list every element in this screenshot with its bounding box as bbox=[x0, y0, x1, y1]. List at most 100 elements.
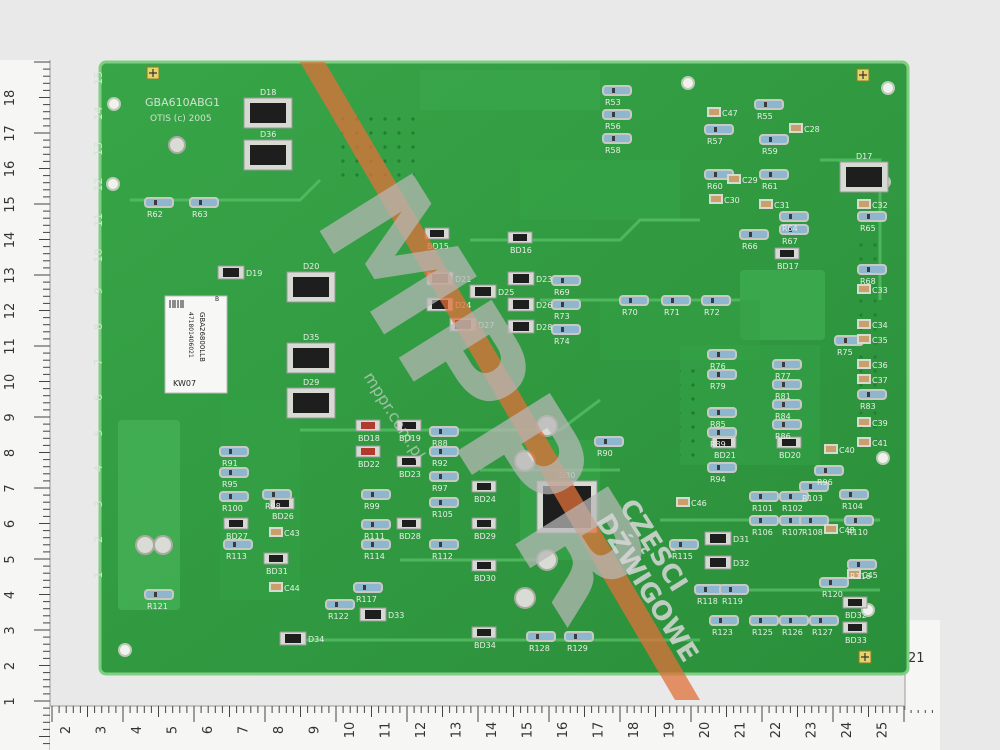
resistor bbox=[219, 491, 249, 502]
component-label: R61 bbox=[762, 182, 778, 191]
bottom-ruler-label: 18 bbox=[627, 722, 642, 739]
resistor bbox=[661, 295, 691, 306]
component-label: R125 bbox=[752, 628, 773, 637]
left-ruler-label: 14 bbox=[3, 232, 18, 249]
resistor bbox=[551, 275, 581, 286]
resistor-band bbox=[759, 494, 762, 499]
component-label: R123 bbox=[712, 628, 733, 637]
resistor-band bbox=[789, 494, 792, 499]
component-label: D21 bbox=[455, 275, 471, 284]
component-label: R103 bbox=[802, 494, 823, 503]
bottom-ruler-label: 3 bbox=[95, 726, 110, 734]
diode-body bbox=[513, 300, 529, 309]
component-label: R62 bbox=[147, 210, 163, 219]
resistor-band bbox=[199, 200, 202, 205]
resistor-band bbox=[759, 518, 762, 523]
diode-body bbox=[285, 634, 301, 643]
resistor bbox=[594, 436, 624, 447]
board-scale-label: 8 bbox=[92, 323, 105, 330]
resistor bbox=[707, 462, 737, 473]
diode-body bbox=[846, 167, 882, 187]
component-label: R57 bbox=[707, 137, 723, 146]
capacitor bbox=[707, 107, 721, 117]
component-label: R84 bbox=[775, 412, 791, 421]
component-label: C44 bbox=[284, 584, 300, 593]
capacitor bbox=[857, 334, 871, 344]
component-label: BD29 bbox=[474, 532, 496, 541]
component-label: BD17 bbox=[777, 262, 799, 271]
component-label: R71 bbox=[664, 308, 680, 317]
capacitor bbox=[847, 569, 861, 579]
board-scale-label: 15 bbox=[92, 71, 105, 85]
resistor bbox=[694, 584, 724, 595]
component-label: R58 bbox=[605, 146, 621, 155]
component-label: C48 bbox=[839, 526, 855, 535]
resistor bbox=[749, 515, 779, 526]
resistor-band bbox=[867, 392, 870, 397]
component-label: C34 bbox=[872, 321, 888, 330]
component-label: R79 bbox=[710, 382, 726, 391]
board-scale-label: 12 bbox=[92, 178, 105, 192]
resistor-band bbox=[782, 362, 785, 367]
resistor-band bbox=[714, 127, 717, 132]
component-label: R73 bbox=[554, 312, 570, 321]
resistor bbox=[739, 229, 769, 240]
component-label: R118 bbox=[697, 597, 718, 606]
bridge-diode-body bbox=[848, 624, 862, 631]
resistor bbox=[223, 539, 253, 550]
resistor bbox=[754, 99, 784, 110]
resistor-band bbox=[769, 172, 772, 177]
board-scale-label: 14 bbox=[92, 107, 105, 121]
resistor bbox=[262, 489, 292, 500]
resistor bbox=[701, 295, 731, 306]
resistor-band bbox=[612, 88, 615, 93]
resistor bbox=[429, 446, 459, 457]
component-label: C47 bbox=[722, 109, 738, 118]
resistor bbox=[429, 497, 459, 508]
resistor-band bbox=[789, 618, 792, 623]
bottom-ruler-label: 15 bbox=[521, 722, 536, 739]
component-label: R112 bbox=[432, 552, 453, 561]
label-sticker: GBA26800LLB 471801406021 KW07 B bbox=[164, 295, 228, 394]
resistor-band bbox=[782, 402, 785, 407]
resistor-band bbox=[789, 214, 792, 219]
capacitor bbox=[824, 524, 838, 534]
resistor-band bbox=[717, 430, 720, 435]
resistor-band bbox=[867, 214, 870, 219]
resistor bbox=[779, 224, 809, 235]
component-label: D36 bbox=[260, 130, 276, 139]
component-label: R98 bbox=[265, 502, 281, 511]
bridge-diode-body bbox=[513, 234, 527, 241]
component-label: R65 bbox=[860, 224, 876, 233]
left-ruler-label: 8 bbox=[3, 449, 18, 457]
component-label: R55 bbox=[757, 112, 773, 121]
resistor bbox=[709, 615, 739, 626]
board-scale-label: 7 bbox=[92, 359, 105, 366]
component-label: D27 bbox=[478, 321, 494, 330]
resistor-band bbox=[612, 136, 615, 141]
diode-body bbox=[475, 287, 491, 296]
resistor-band bbox=[857, 562, 860, 567]
resistor-band bbox=[561, 278, 564, 283]
resistor-band bbox=[561, 327, 564, 332]
resistor-band bbox=[363, 585, 366, 590]
resistor-band bbox=[717, 410, 720, 415]
bridge-diode-body bbox=[402, 422, 416, 429]
bottom-ruler-label: 10 bbox=[343, 722, 358, 739]
resistor-band bbox=[769, 137, 772, 142]
component-label: R85 bbox=[710, 420, 726, 429]
board-scale-label: 1 bbox=[92, 572, 105, 579]
resistor bbox=[429, 426, 459, 437]
component-label: C29 bbox=[742, 176, 758, 185]
component-label: C40 bbox=[839, 446, 855, 455]
resistor-band bbox=[671, 298, 674, 303]
left-ruler-label: 1 bbox=[3, 697, 18, 705]
left-ruler-label: 4 bbox=[3, 591, 18, 599]
board-scale-label: 4 bbox=[92, 465, 105, 472]
resistor bbox=[749, 615, 779, 626]
resistor-band bbox=[809, 518, 812, 523]
bridge-diode-body bbox=[361, 422, 375, 429]
resistor-band bbox=[867, 267, 870, 272]
